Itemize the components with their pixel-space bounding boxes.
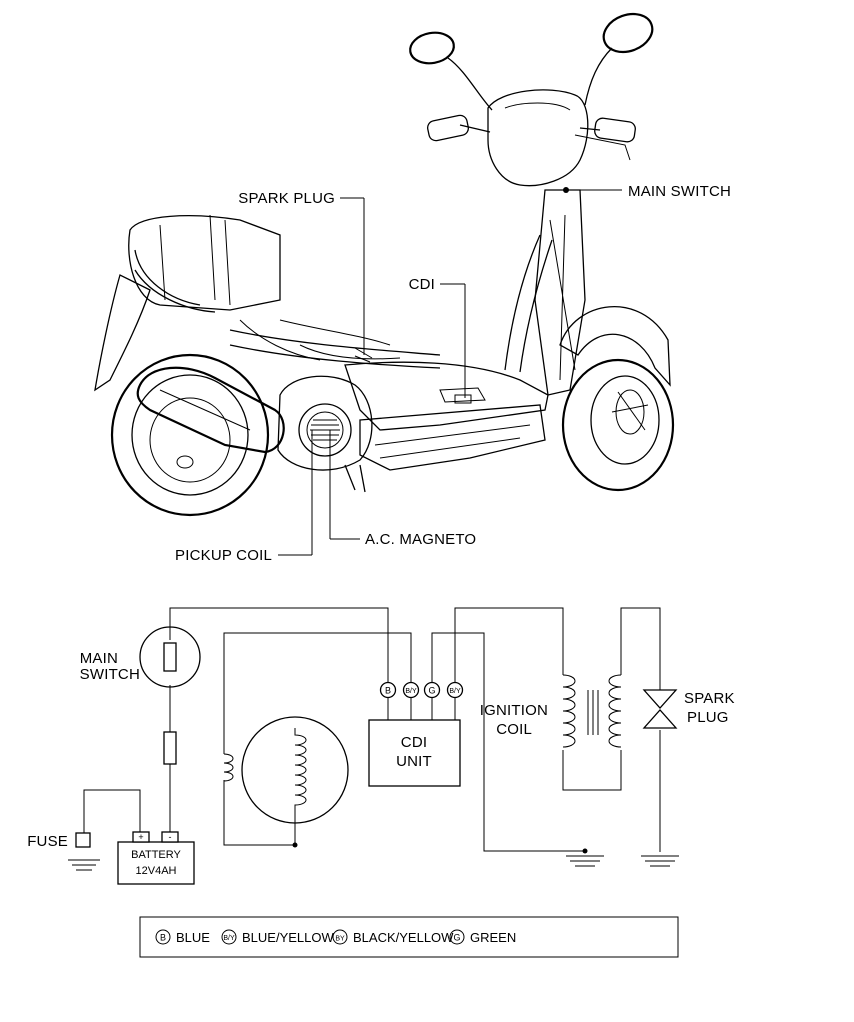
color-legend: B BLUE B/Y BLUE/YELLOW BY BLACK/YELLOW G… bbox=[139, 916, 679, 958]
pickup-coil-symbol bbox=[223, 753, 234, 782]
pickup-coil-callout-label: PICKUP COIL bbox=[175, 547, 272, 564]
svg-text:B: B bbox=[160, 933, 166, 943]
ac-magneto-symbol bbox=[241, 716, 349, 824]
inline-fuse bbox=[163, 731, 177, 765]
svg-text:BATTERY: BATTERY bbox=[131, 849, 181, 861]
svg-text:BLACK/YELLOW: BLACK/YELLOW bbox=[353, 930, 454, 945]
svg-text:B/Y: B/Y bbox=[223, 935, 235, 942]
svg-text:PLUG: PLUG bbox=[687, 709, 729, 726]
spark-plug-symbol: SPARK PLUG bbox=[642, 689, 735, 729]
fuse-symbol: FUSE bbox=[27, 832, 100, 871]
frame-tubes bbox=[229, 234, 553, 373]
wire-pickup-top bbox=[223, 632, 412, 754]
terminal-green: G bbox=[423, 681, 441, 699]
ground-plug bbox=[641, 855, 679, 867]
svg-text:IGNITION: IGNITION bbox=[480, 702, 548, 719]
front-wheel bbox=[561, 358, 675, 492]
ignition-coil-symbol: IGNITION COIL bbox=[480, 674, 622, 748]
svg-text:BLUE: BLUE bbox=[176, 930, 210, 945]
wire-pickup-ground bbox=[223, 780, 296, 846]
ac-magneto-cover bbox=[298, 403, 352, 457]
svg-text:B/Y: B/Y bbox=[405, 688, 417, 695]
scooter-illustration bbox=[94, 12, 675, 517]
main-switch-symbol: MAIN SWITCH bbox=[80, 626, 201, 688]
floorboard bbox=[344, 361, 549, 431]
callout-cdi: CDI bbox=[409, 276, 466, 398]
terminal-blue-yellow: B/Y bbox=[402, 681, 420, 699]
battery: + - BATTERY 12V4AH bbox=[117, 831, 195, 885]
wire-secondary-low bbox=[562, 750, 622, 791]
lower-frame bbox=[359, 404, 546, 471]
svg-text:FUSE: FUSE bbox=[27, 833, 68, 850]
svg-text:BY: BY bbox=[335, 936, 345, 943]
callout-pickup-coil: PICKUP COIL bbox=[175, 430, 313, 564]
right-mirror bbox=[584, 12, 654, 106]
terminal-blue: B bbox=[379, 681, 397, 699]
wire-secondary bbox=[620, 607, 661, 690]
ac-magneto-callout-label: A.C. MAGNETO bbox=[365, 531, 476, 548]
legend-item-green: G GREEN bbox=[449, 929, 516, 945]
muffler bbox=[136, 366, 285, 454]
battery-plus: + bbox=[138, 832, 143, 842]
front-fender bbox=[559, 306, 671, 387]
svg-text:MAIN: MAIN bbox=[80, 650, 118, 667]
terminal-black-yellow: B/Y bbox=[446, 681, 464, 699]
wire-blue bbox=[169, 607, 389, 682]
spark-plug-callout-label: SPARK PLUG bbox=[238, 190, 335, 207]
svg-text:B: B bbox=[385, 686, 391, 696]
left-mirror bbox=[409, 31, 493, 111]
legend-item-blue: B BLUE bbox=[155, 929, 210, 945]
battery-minus: - bbox=[169, 832, 172, 842]
svg-text:BLUE/YELLOW: BLUE/YELLOW bbox=[242, 930, 334, 945]
rear-wheel bbox=[110, 353, 270, 517]
svg-text:COIL: COIL bbox=[496, 721, 532, 738]
svg-text:B/Y: B/Y bbox=[449, 688, 461, 695]
cdi-unit: CDI UNIT bbox=[368, 719, 461, 787]
cdi-callout-label: CDI bbox=[409, 276, 435, 293]
svg-text:G: G bbox=[453, 933, 460, 943]
svg-text:G: G bbox=[428, 686, 435, 696]
seat-frame bbox=[128, 215, 281, 311]
ground-cdi bbox=[566, 855, 604, 867]
callout-ac-magneto: A.C. MAGNETO bbox=[329, 430, 476, 548]
wire-fuse bbox=[83, 789, 141, 833]
main-switch-callout-label: MAIN SWITCH bbox=[628, 183, 731, 200]
callout-spark-plug: SPARK PLUG bbox=[238, 190, 365, 355]
svg-text:SPARK: SPARK bbox=[684, 690, 735, 707]
wire-green bbox=[431, 632, 585, 852]
rear-fender bbox=[94, 274, 151, 392]
schematic: B B/Y G B/Y CDI UNIT MAIN SWITCH bbox=[27, 607, 735, 885]
svg-text:UNIT: UNIT bbox=[396, 753, 432, 770]
callout-main-switch: MAIN SWITCH bbox=[568, 183, 731, 200]
wire-black-yellow bbox=[454, 607, 564, 682]
legend-item-blue-yellow: B/Y BLUE/YELLOW bbox=[221, 929, 334, 945]
engine-case bbox=[277, 375, 373, 471]
svg-text:12V4AH: 12V4AH bbox=[136, 865, 177, 877]
svg-text:SWITCH: SWITCH bbox=[80, 666, 140, 683]
legend-item-black-yellow: BY BLACK/YELLOW bbox=[332, 929, 454, 945]
svg-text:CDI: CDI bbox=[401, 734, 427, 751]
svg-text:GREEN: GREEN bbox=[470, 930, 516, 945]
handlebar-headset bbox=[487, 89, 589, 187]
